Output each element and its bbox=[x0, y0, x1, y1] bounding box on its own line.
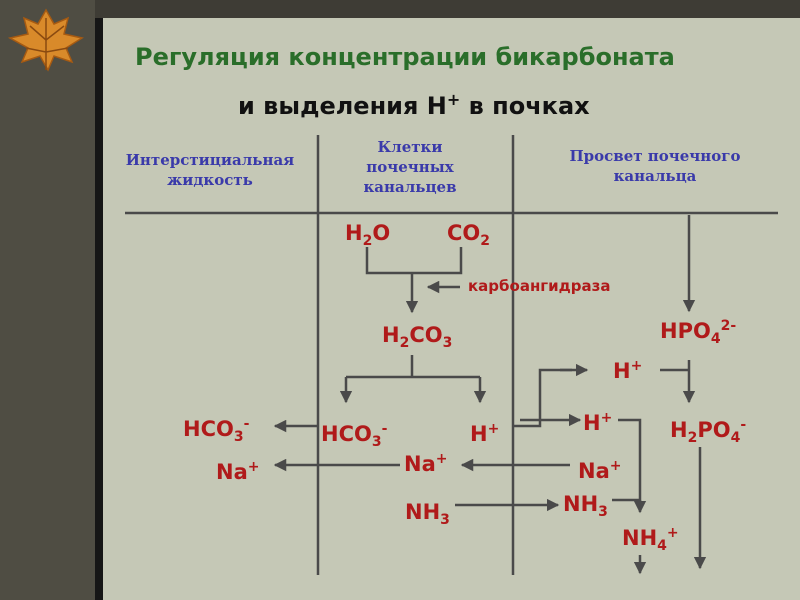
label-na-lumen: Na+ bbox=[578, 458, 622, 483]
label-co2: CO2 bbox=[447, 221, 491, 250]
slide-title-line1: Регуляция концентрации бикарбоната bbox=[135, 43, 675, 71]
autumn-leaf-icon bbox=[7, 8, 84, 72]
header-interstitial: Интерстициальная жидкость bbox=[125, 151, 295, 189]
label-nh3-lumen: NH3 bbox=[563, 492, 608, 521]
label-h-lumen-top: H+ bbox=[613, 358, 643, 383]
slide-title-line2: и выделения H+ в почках bbox=[238, 90, 590, 120]
h2o-co2-merge bbox=[365, 247, 463, 298]
label-nh3-cell: NH3 bbox=[405, 500, 450, 529]
left-frame-stripe bbox=[95, 0, 103, 600]
label-enzyme: карбоангидраза bbox=[468, 277, 611, 295]
label-na-cell: Na+ bbox=[404, 451, 448, 476]
label-hco3-cell: HCO3- bbox=[321, 421, 388, 451]
label-h2co3: H2CO3 bbox=[382, 323, 453, 352]
label-h2o: H2O bbox=[345, 221, 391, 250]
h2co3-split bbox=[346, 355, 480, 379]
h-secretion-path bbox=[513, 368, 572, 428]
label-nh4: NH4+ bbox=[622, 525, 679, 555]
header-cells: Клетки почечных канальцев bbox=[363, 138, 457, 196]
header-lumen: Просвет почечного канальца bbox=[569, 147, 741, 185]
label-na-interstitial: Na+ bbox=[216, 459, 260, 484]
h-to-nh4-path bbox=[612, 418, 642, 502]
label-h-cell: H+ bbox=[470, 421, 500, 446]
label-hpo4: HPO42- bbox=[660, 318, 737, 348]
label-hco3-interstitial: HCO3- bbox=[183, 416, 250, 446]
top-frame-bar bbox=[95, 0, 800, 18]
left-frame-bar bbox=[0, 0, 95, 600]
label-h-lumen-mid: H+ bbox=[583, 410, 613, 435]
label-h2po4: H2PO4- bbox=[670, 417, 747, 447]
